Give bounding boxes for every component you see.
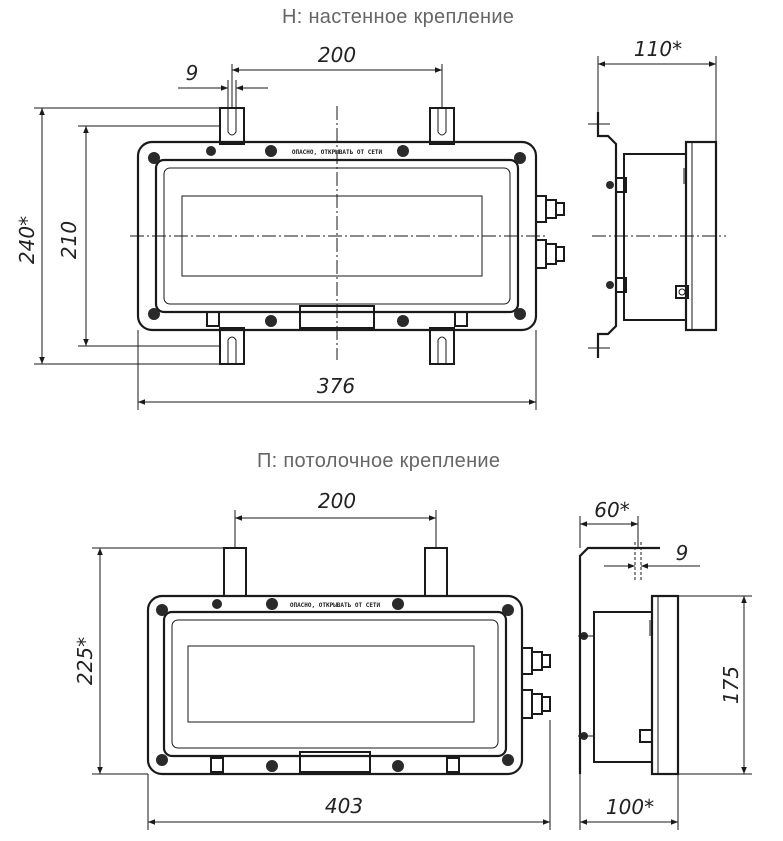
wall-side-view: 110* <box>588 37 726 358</box>
wall-bottom-bracket-left <box>219 327 245 365</box>
wall-dim-side-depth: 110* <box>634 37 682 61</box>
ceiling-bracket-right <box>424 547 448 597</box>
wall-top-bracket-left <box>219 107 245 145</box>
wall-top-bracket-right <box>429 107 455 145</box>
ceiling-dim-overall-height: 225* <box>73 637 97 685</box>
wall-bottom-bracket-right <box>429 327 455 365</box>
ceiling-bracket-left <box>223 547 247 597</box>
wall-dim-mount-spacing: 200 <box>318 43 356 67</box>
wall-dim-overall-width: 376 <box>317 374 355 398</box>
ceiling-warning-plate: ОПАСНО, ОТКРЫВАТЬ ОТ СЕТИ <box>290 602 381 609</box>
ceiling-dim-side-depth-top: 60* <box>594 498 629 522</box>
ceiling-enclosure-lid <box>162 610 508 758</box>
ceiling-front-view: ОПАСНО, ОТКРЫВАТЬ ОТ СЕТИ 200 225* 403 <box>73 489 551 830</box>
wall-dim-mount-height: 210 <box>57 221 81 259</box>
ceiling-display-window <box>187 645 475 723</box>
ceiling-enclosure-body <box>146 594 524 776</box>
ceiling-mount-title: П: потолочное крепление <box>257 450 501 472</box>
ceiling-dim-overall-width: 403 <box>325 794 363 818</box>
ceiling-dim-slot-width: 9 <box>676 541 689 565</box>
ceiling-latch <box>299 751 371 773</box>
ceiling-dim-mount-spacing: 200 <box>318 489 356 513</box>
ceiling-dim-side-depth-bottom: 100* <box>606 795 654 819</box>
wall-dim-overall-height: 240* <box>15 216 39 264</box>
wall-cable-glands <box>535 195 565 269</box>
wall-front-view: ОПАСНО, ОТКРЫВАТЬ ОТ СЕТИ 200 9 <box>15 43 565 410</box>
wall-bolts <box>148 145 526 327</box>
ceiling-dim-side-height: 175 <box>719 666 743 704</box>
wall-dim-slot-width: 9 <box>186 61 199 85</box>
ceiling-cable-glands <box>521 647 551 719</box>
ceiling-bolts <box>156 598 514 772</box>
ceiling-side-view: 60* 9 175 100* <box>578 498 752 830</box>
wall-mount-title: Н: настенное крепление <box>282 6 515 28</box>
